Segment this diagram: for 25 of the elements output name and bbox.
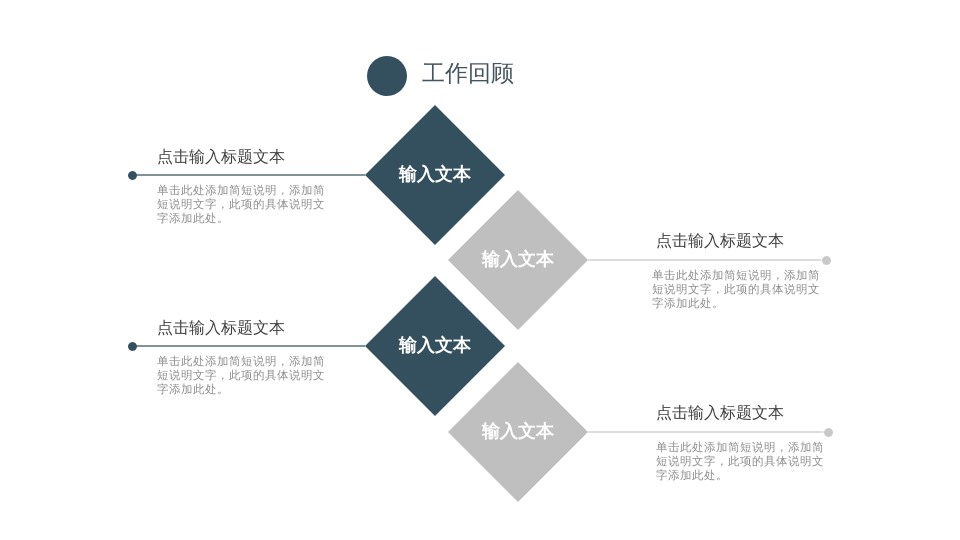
heading-text: 点击输入标题文本 — [157, 318, 285, 338]
step-label: 输入文本 — [482, 249, 554, 271]
diamond-shape — [365, 105, 505, 245]
connector-line — [588, 431, 824, 433]
heading-text: 点击输入标题文本 — [656, 403, 784, 422]
description-text: 单击此处添加简短说明，添加简短说明文字，此项的具体说明文字添加此处。 — [157, 354, 325, 396]
heading-text: 点击输入标题文本 — [656, 231, 784, 250]
endpoint-dot — [128, 170, 136, 180]
connector-line — [136, 345, 365, 347]
diamond-shape — [448, 190, 588, 330]
description-text: 单击此处添加简短说明，添加简短说明文字，此项的具体说明文字添加此处。 — [652, 268, 820, 310]
endpoint-dot — [822, 256, 830, 264]
step-label: 输入文本 — [399, 164, 471, 186]
step-label: 输入文本 — [399, 335, 471, 357]
endpoint-dot — [128, 342, 136, 350]
description-text: 单击此处添加简短说明，添加简短说明文字，此项的具体说明文字添加此处。 — [656, 440, 824, 482]
diamond-shape — [448, 362, 588, 502]
endpoint-dot — [824, 428, 832, 436]
connector-line — [136, 174, 365, 176]
heading-text: 点击输入标题文本 — [157, 147, 285, 166]
page-title: 工作回顾 — [422, 61, 514, 89]
diamond-shape — [365, 276, 505, 416]
step-label: 输入文本 — [482, 421, 554, 443]
description-text: 单击此处添加简短说明，添加简短说明文字，此项的具体说明文字添加此处。 — [157, 183, 325, 225]
connector-line — [588, 259, 822, 261]
